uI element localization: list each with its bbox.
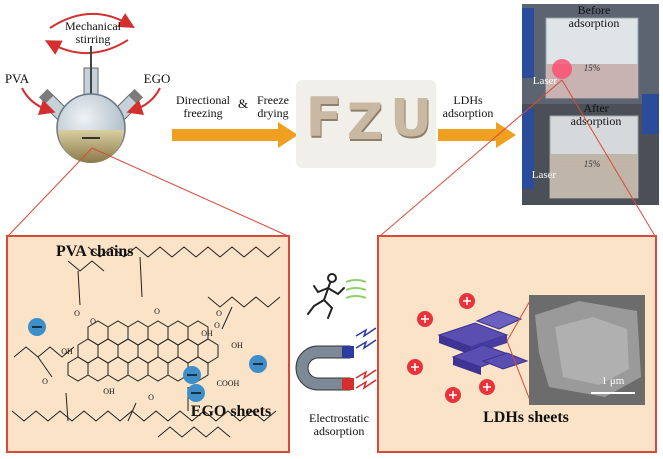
ampersand-label: & [237, 96, 249, 111]
after-adsorption-label: After adsorption [570, 101, 622, 128]
adsorption-illustration [295, 273, 377, 391]
ego-sheets-caption: EGO sheets [190, 403, 272, 420]
group-label: O [148, 393, 154, 402]
fzu-aerogel-photo [296, 80, 436, 168]
group-label: O [74, 309, 80, 318]
beaker-photo [522, 4, 659, 205]
pva-arrow [21, 87, 56, 116]
fzu-letter-u: U [390, 89, 433, 149]
magnet-icon [295, 345, 354, 391]
directional-freezing-label: Directional freezing [176, 93, 230, 120]
group-label: O [90, 317, 96, 326]
process-arrows [172, 122, 516, 148]
ego-label: EGO [143, 71, 171, 86]
before-adsorption-label: Before adsorption [568, 3, 620, 30]
ldhs-illustration [407, 293, 645, 405]
group-label: O [42, 377, 48, 386]
group-label: O [216, 309, 222, 318]
group-label: OH [201, 329, 213, 338]
runner-icon [307, 273, 345, 319]
electrostatic-adsorption-label: Electrostatic adsorption [309, 411, 369, 438]
group-label: OH [61, 347, 73, 356]
scale-bar-label: 1 μm [601, 375, 625, 387]
group-label: OH [103, 387, 115, 396]
ldhs-sheets-caption: LDHs sheets [483, 409, 569, 426]
laser-label-top: Laser [532, 75, 558, 87]
pva-chains-title: PVA chains [56, 243, 134, 260]
ldh-platelets [437, 310, 529, 375]
group-label: COOH [216, 379, 240, 388]
group-label: O [154, 307, 160, 316]
ego-arrow [126, 87, 161, 116]
negative-charges [28, 318, 267, 402]
flask-diagram [21, 13, 161, 163]
pva-label: PVA [4, 71, 30, 86]
laser-label-bottom: Laser [531, 169, 557, 181]
beaker-mark-bottom: 15% [583, 159, 601, 169]
ldhs-adsorption-label: LDHs adsorption [442, 93, 494, 120]
beaker-mark-top: 15% [583, 63, 601, 73]
stirring-arrow-top [49, 13, 135, 29]
group-label: OH [231, 341, 243, 350]
freeze-arrow [172, 122, 298, 148]
freeze-drying-label: Freeze drying [257, 93, 289, 120]
ego-molecule [11, 246, 281, 438]
fzu-letter-f: F [305, 86, 343, 149]
group-label: O [214, 321, 220, 330]
fzu-letter-z: Z [346, 93, 384, 151]
positive-charges [407, 293, 495, 403]
ldhs-arrow [438, 122, 516, 148]
mechanical-stirring-label: Mechanical stirring [65, 19, 121, 46]
